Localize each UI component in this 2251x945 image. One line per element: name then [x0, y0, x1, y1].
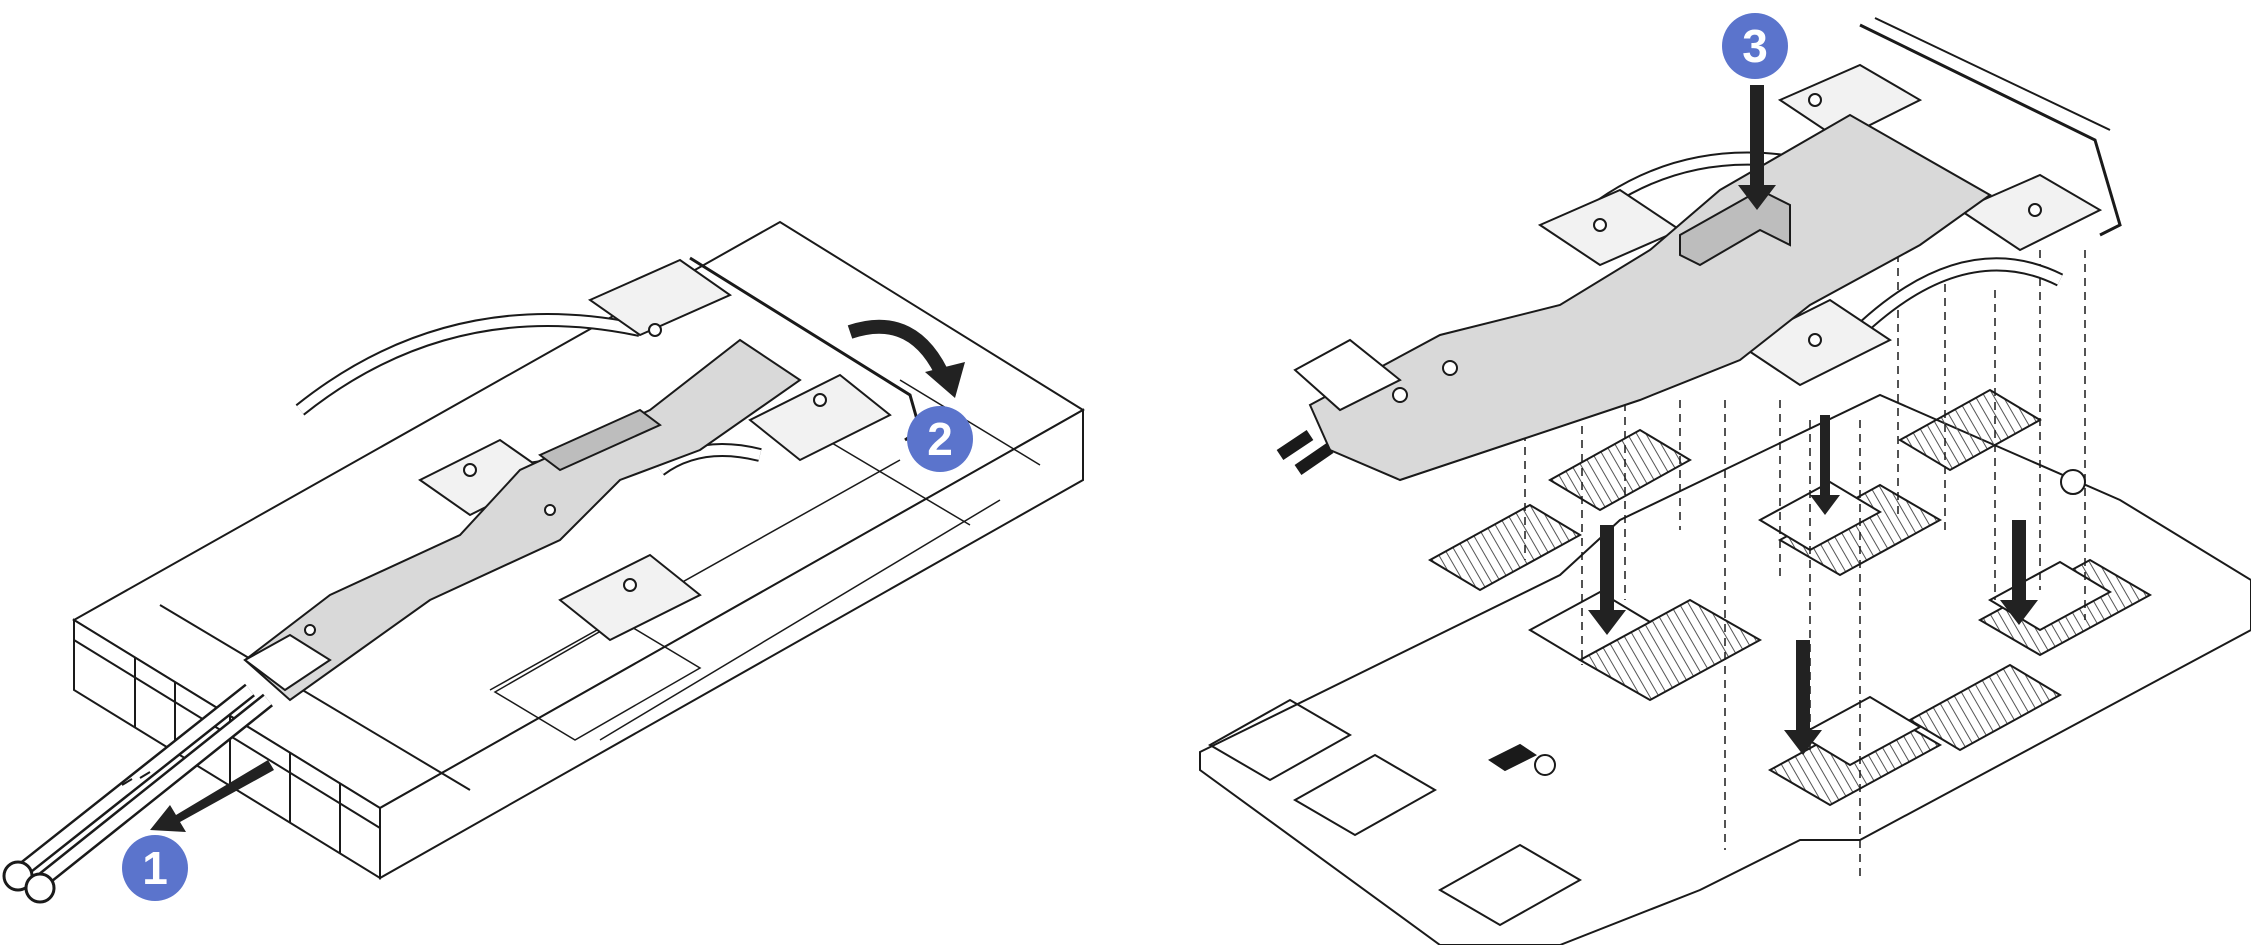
step-2-badge: 2 [907, 406, 973, 472]
step-3-badge: 3 [1722, 13, 1788, 79]
step-1-badge: 1 [122, 835, 188, 901]
down-arrow-icon [1588, 85, 2038, 755]
alignment-guide-lines [1524, 240, 2086, 880]
quick-connect-hoses [2, 683, 273, 904]
curved-arrow-icon [847, 319, 965, 398]
pull-arrow-icon [150, 760, 274, 832]
water-loop-assembly-right [1276, 17, 2122, 482]
